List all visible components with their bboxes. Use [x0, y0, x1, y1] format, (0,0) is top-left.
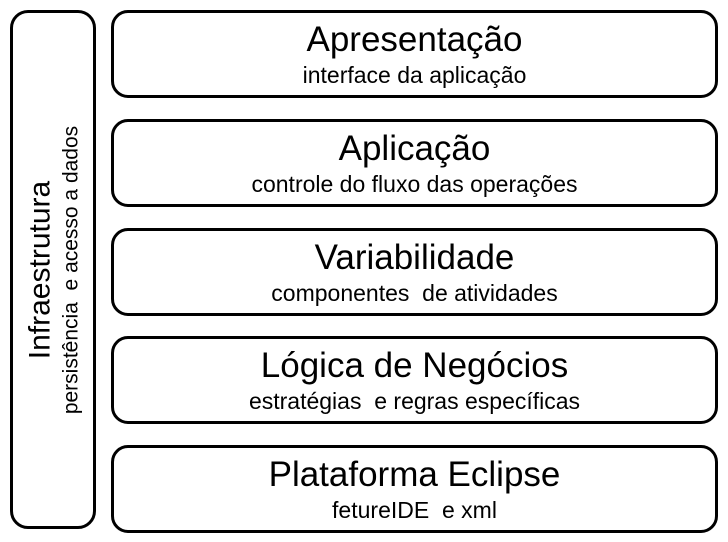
layer-subtitle: componentes de atividades	[271, 279, 558, 306]
layer-title: Lógica de Negócios	[260, 346, 569, 386]
layer-subtitle: controle do fluxo das operações	[251, 170, 578, 197]
layer-aplicacao: Aplicação controle do fluxo das operaçõe…	[111, 118, 718, 207]
layer-title: Apresentação	[306, 20, 523, 59]
layer-plataforma-eclipse: Plataforma Eclipse fetureIDE e xml	[111, 445, 718, 533]
infrastructure-rotated-label: Infraestrutura persistência e acesso a d…	[14, 14, 93, 526]
sidebar-subtitle: persistência e acesso a dados	[59, 125, 83, 414]
infrastructure-sidebar: Infraestrutura persistência e acesso a d…	[10, 10, 96, 529]
layer-title: Plataforma Eclipse	[268, 455, 561, 494]
layer-title: Variabilidade	[314, 237, 515, 277]
layer-stack: Apresentação interface da aplicação Apli…	[111, 10, 718, 533]
layer-subtitle: estratégias e regras específicas	[248, 388, 581, 415]
sidebar-title: Infraestrutura	[23, 180, 57, 359]
layer-apresentacao: Apresentação interface da aplicação	[111, 10, 718, 98]
layer-title: Aplicação	[338, 128, 491, 168]
layer-logica-de-negocios: Lógica de Negócios estratégias e regras …	[111, 336, 718, 425]
layer-subtitle: interface da aplicação	[302, 62, 527, 88]
layer-subtitle: fetureIDE e xml	[332, 497, 497, 523]
layer-variabilidade: Variabilidade componentes de atividades	[111, 227, 718, 316]
